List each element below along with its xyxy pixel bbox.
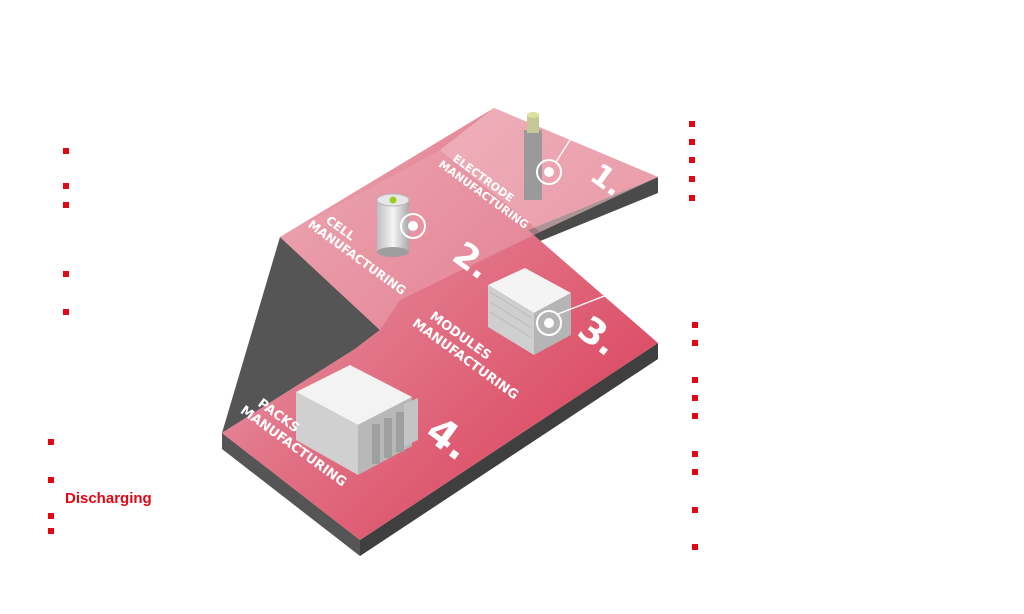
right-bullet (692, 322, 698, 328)
right-bullet (692, 377, 698, 383)
left-bullet (48, 528, 54, 534)
platform-edge-back (528, 177, 658, 246)
left-bullet (48, 513, 54, 519)
left-bullet (48, 477, 54, 483)
right-bullet (689, 139, 695, 145)
cell-zone (280, 150, 540, 330)
left-bullet (63, 183, 69, 189)
right-bullet (692, 451, 698, 457)
platform-edge (222, 237, 380, 556)
pack-component (296, 365, 418, 475)
module-marker (536, 292, 613, 336)
right-bullet (689, 195, 695, 201)
right-bullet (692, 340, 698, 346)
cell-marker (400, 213, 426, 239)
right-bullet (689, 121, 695, 127)
right-bullet (692, 544, 698, 550)
right-bullet (692, 395, 698, 401)
left-bullet (63, 202, 69, 208)
left-bullet (63, 271, 69, 277)
right-bullet (692, 469, 698, 475)
electrode-marker (536, 114, 587, 185)
right-bullet (689, 157, 695, 163)
right-bullet (692, 507, 698, 513)
electrode-component (524, 112, 542, 200)
right-bullet (692, 413, 698, 419)
cell-component (376, 193, 410, 257)
right-bullet (689, 176, 695, 182)
left-bullet (63, 148, 69, 154)
discharging-label: Discharging (65, 490, 152, 507)
platform-edge-right (360, 343, 658, 556)
left-bullet (63, 309, 69, 315)
left-bullet (48, 439, 54, 445)
